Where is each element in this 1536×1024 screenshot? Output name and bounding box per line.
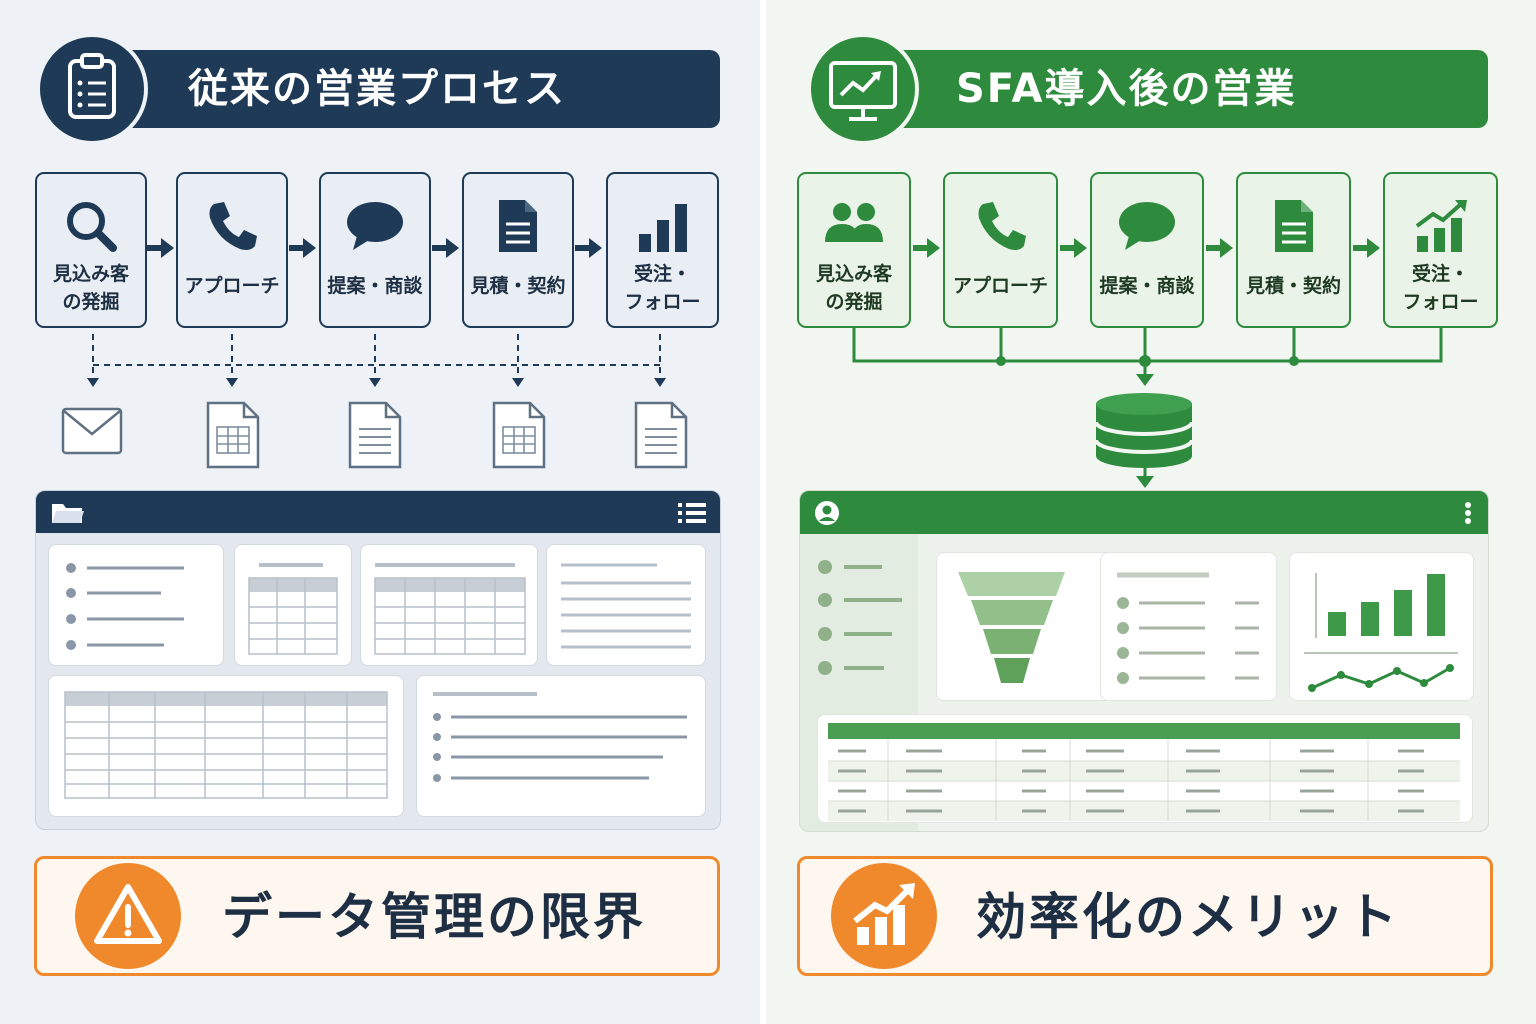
window-header <box>36 491 720 533</box>
scattered-data-connectors <box>87 334 666 387</box>
text-card <box>546 544 706 666</box>
step-label: アプローチ <box>952 275 1048 297</box>
warning-icon <box>75 863 181 969</box>
left-step-estimate: 見積・契約 <box>462 172 574 328</box>
folder-icon[interactable] <box>50 500 86 526</box>
database-icon <box>1094 393 1194 468</box>
chat-bubble-icon <box>347 202 403 250</box>
left-step-proposal: 提案・商談 <box>319 172 431 328</box>
growth-chart-icon <box>1415 200 1467 252</box>
search-icon <box>67 202 117 252</box>
left-step-approach: アプローチ <box>176 172 288 328</box>
right-title-banner: SFA導入後の営業 <box>862 50 1488 128</box>
step-label: 見積・契約 <box>1245 275 1341 297</box>
step-label: 提案・商談 <box>1099 275 1195 297</box>
phone-icon <box>978 202 1026 250</box>
limitation-text: データ管理の限界 <box>222 888 646 946</box>
more-icon[interactable] <box>1464 501 1472 525</box>
bar-chart-icon <box>638 204 687 252</box>
benefit-text: 効率化のメリット <box>976 888 1400 946</box>
mail-icon <box>61 407 123 455</box>
step-label: 見込み客 の発掘 <box>52 263 129 313</box>
chat-bubble-icon <box>1119 202 1175 250</box>
step-label: 提案・商談 <box>327 275 423 297</box>
sfa-dashboard-window <box>799 490 1489 832</box>
window-header <box>800 491 1488 534</box>
phone-icon <box>209 202 257 250</box>
left-title: 従来の営業プロセス <box>188 66 566 112</box>
right-step-approach: アプローチ <box>943 172 1058 328</box>
right-step-proposal: 提案・商談 <box>1090 172 1204 328</box>
left-step-prospecting: 見込み客 の発掘 <box>35 172 147 328</box>
clipboard-icon <box>36 33 148 145</box>
flow-arrow <box>575 238 602 258</box>
document-icon <box>1274 200 1313 252</box>
funnel-chart-card <box>936 552 1115 701</box>
step-label: 受注・ フォロー <box>624 263 701 313</box>
right-step-order-follow: 受注・ フォロー <box>1383 172 1498 328</box>
flow-arrow <box>432 238 459 258</box>
flow-arrow <box>147 238 174 258</box>
flow-arrow <box>1353 238 1380 258</box>
flow-arrow <box>1060 238 1087 258</box>
flow-arrow <box>289 238 316 258</box>
text-file-icon <box>634 401 688 469</box>
bar-line-chart-card <box>1289 552 1474 701</box>
step-label: 受注・ フォロー <box>1402 263 1479 313</box>
left-step-order-follow: 受注・ フォロー <box>606 172 719 328</box>
user-icon[interactable] <box>814 500 840 526</box>
table-card <box>234 544 352 666</box>
right-step-estimate: 見積・契約 <box>1236 172 1351 328</box>
text-file-icon <box>348 401 402 469</box>
right-title: SFA導入後の営業 <box>956 66 1297 112</box>
spreadsheet-file-icon <box>206 401 260 469</box>
legacy-data-window <box>35 490 721 830</box>
flow-arrow <box>1206 238 1233 258</box>
monitor-chart-icon <box>807 33 919 145</box>
data-table-card <box>817 714 1473 823</box>
document-icon <box>499 200 537 252</box>
right-step-prospecting: 見込み客 の発掘 <box>797 172 911 328</box>
growth-chart-icon <box>831 863 937 969</box>
users-icon <box>825 203 883 242</box>
spreadsheet-file-icon <box>492 401 546 469</box>
step-label: アプローチ <box>184 275 280 297</box>
step-label: 見積・契約 <box>470 275 566 297</box>
left-title-banner: 従来の営業プロセス <box>92 50 720 128</box>
flow-arrow <box>913 238 940 258</box>
table-card <box>360 544 538 666</box>
list-icon[interactable] <box>678 502 706 524</box>
list-card <box>48 544 224 666</box>
table-card <box>48 675 404 817</box>
list-card <box>1100 552 1277 701</box>
list-card <box>416 675 706 817</box>
central-data-connectors <box>852 328 1443 488</box>
step-label: 見込み客 の発掘 <box>815 263 892 313</box>
